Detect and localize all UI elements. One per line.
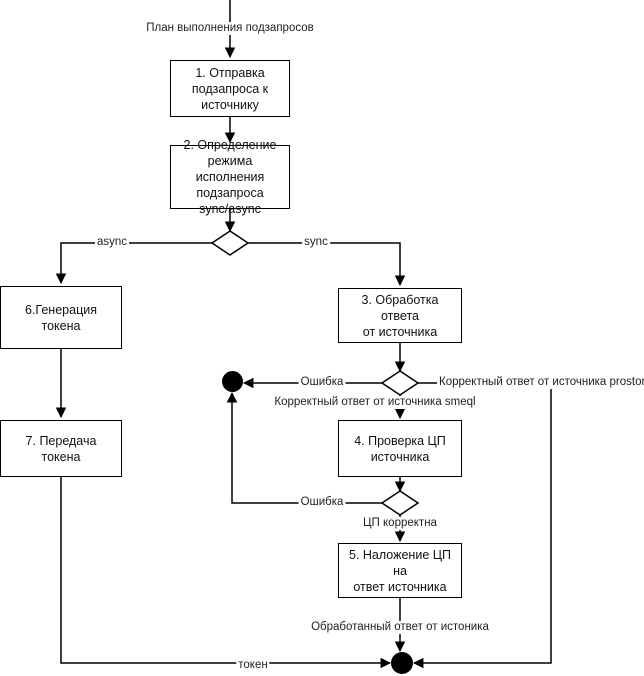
decision-diamond-2 [380,370,420,396]
plan-title-label: План выполнения подзапросов [144,22,316,35]
node-3-process-response[interactable]: 3. Обработка ответа от источника [338,288,462,343]
edge-label-correct-smeql: Корректный ответ от источника smeql [272,396,478,409]
node-5-apply-signature[interactable]: 5. Наложение ЦП на ответ источника [338,543,462,598]
decision-diamond-1 [210,230,250,256]
node-6-generate-token[interactable]: 6.Генерация токена [0,286,122,349]
decision-diamond-3 [380,490,420,516]
terminator-final-end[interactable] [391,652,413,674]
terminator-error-end[interactable] [222,371,243,392]
wire-n7-to-t2 [60,477,392,669]
node-2-determine-mode[interactable]: 2. Определение режима исполнения подзапр… [170,138,290,216]
edge-label-sync: sync [302,236,330,249]
node-1-send-subquery[interactable]: 1. Отправка подзапроса к источнику [170,60,290,117]
node-7-transfer-token[interactable]: 7. Передача токена [0,420,122,477]
edge-label-correct-prostore: Корректный ответ от источника prostore [437,376,644,389]
edge-label-async: async [94,236,130,249]
edge-label-token: токен [236,659,270,672]
wire-d1-sync-to-n3 [245,242,406,287]
edge-label-cp-correct: ЦП корректна [361,517,439,530]
decision-sync-async[interactable] [212,231,248,255]
edge-label-error-top: Ошибка [298,376,346,389]
wire-d1-async-to-n6 [55,242,215,285]
edge-label-error-mid: Ошибка [298,496,346,509]
decision-signature-validity[interactable] [382,491,418,515]
edge-label-processed-answer: Обработанный ответ от истоника [309,621,491,634]
decision-response-validity[interactable] [382,371,418,395]
node-4-check-signature[interactable]: 4. Проверка ЦП источника [338,420,462,477]
